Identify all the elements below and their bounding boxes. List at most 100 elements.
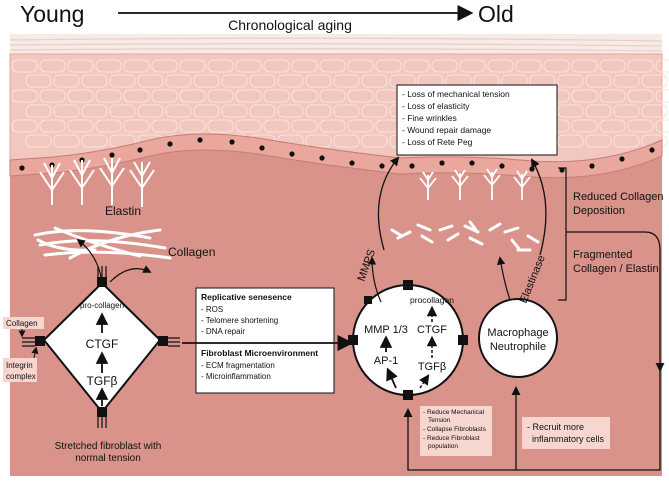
elastin-fibers-old xyxy=(419,168,531,200)
nucleus-dot xyxy=(589,163,595,169)
nucleus-dot xyxy=(319,155,325,161)
secretion-arrow xyxy=(76,238,103,283)
nucleus-dot xyxy=(619,156,625,162)
nucleus-dot xyxy=(259,145,265,151)
fragmented-label: Collagen / Elastin xyxy=(573,263,659,275)
pointer-arrow xyxy=(31,346,39,359)
macrophage-label: Macrophage xyxy=(487,327,548,339)
old-note-item: population xyxy=(428,443,458,450)
nucleus-dot xyxy=(197,137,203,143)
effect-item: - Fine wrinkles xyxy=(402,113,457,123)
mmp-secretion-arrow xyxy=(367,256,382,303)
elastinase-arrow xyxy=(496,256,511,301)
recruit-label: inflammatory cells xyxy=(532,434,605,444)
nucleus-dot xyxy=(289,151,295,157)
elastin-label: Elastin xyxy=(105,204,141,218)
pro-collagen-label: pro-collagen xyxy=(80,301,124,310)
effect-item: - Loss of elasticity xyxy=(402,101,470,111)
right-bracket xyxy=(558,167,567,301)
recruit-label: - Recruit more xyxy=(527,422,584,432)
integrin-node xyxy=(97,407,107,417)
nucleus-dot xyxy=(349,160,355,166)
collagen-fragments xyxy=(390,220,540,252)
nucleus-dot xyxy=(409,163,415,169)
integrin-node xyxy=(348,335,358,345)
old-note-item: - Reduce Mechanical xyxy=(423,409,485,416)
nucleus-dot xyxy=(109,152,115,158)
procollagen-label: procollagen xyxy=(410,295,454,305)
effect-item: - Wound repair damage xyxy=(402,125,491,135)
integrin-node xyxy=(364,296,372,304)
effects-box xyxy=(396,84,558,156)
collagen-side-box xyxy=(3,317,44,329)
feedback-arrow xyxy=(566,231,665,372)
fragmented-label: Fragmented xyxy=(573,249,632,261)
effect-item: - Loss of mechanical tension xyxy=(402,89,510,99)
senescence-box xyxy=(195,287,335,394)
recruit-box xyxy=(522,417,610,449)
replicative-item: - Telomere shortening xyxy=(201,316,278,325)
nucleus-dot xyxy=(469,160,475,166)
aging-label: Chronological aging xyxy=(228,17,352,33)
reduced-collagen-label: Deposition xyxy=(573,205,625,217)
neutrophile-label: Neutrophile xyxy=(490,341,546,353)
elastin-fibers-young xyxy=(39,157,155,207)
ap1-label: AP-1 xyxy=(374,355,398,367)
replicative-item: - DNA repair xyxy=(201,327,245,336)
collagen-label: Collagen xyxy=(168,245,215,259)
weak-signal-arrow xyxy=(419,374,430,389)
ctgf-label: CTGF xyxy=(86,337,119,351)
basal-layer xyxy=(9,133,663,179)
micro-item: - Microinflammation xyxy=(201,372,271,381)
young-label: Young xyxy=(20,1,84,27)
integrin-side-box xyxy=(3,358,37,382)
young-caption: normal tension xyxy=(75,453,141,464)
integrin-node xyxy=(158,336,168,346)
stratum-corneum xyxy=(9,34,663,54)
basal-nuclei xyxy=(19,137,655,173)
reduced-collagen-label: Reduced Collagen xyxy=(573,191,664,203)
nucleus-dot xyxy=(439,160,445,166)
replicative-item: - ROS xyxy=(201,305,223,314)
effect-item: - Loss of Rete Peg xyxy=(402,137,473,147)
integrin-node xyxy=(35,336,45,346)
replicative-title: Replicative senesence xyxy=(201,292,292,302)
integrin-node xyxy=(458,335,468,345)
arrow-to-effects xyxy=(377,156,400,251)
collagen-side-label: Collagen xyxy=(6,319,38,328)
young-caption: Stretched fibroblast with xyxy=(55,441,162,452)
integrin-node xyxy=(403,280,413,290)
old-note-item: - Collapse Fibroblasts xyxy=(423,426,487,433)
old-label: Old xyxy=(478,1,514,27)
nucleus-dot xyxy=(379,163,385,169)
feedback-loop-arrow xyxy=(403,370,661,471)
mmp-label: MMP 1/3 xyxy=(364,324,408,336)
tgfb-label: TGFβ xyxy=(87,374,118,388)
macrophage-neutrophile-cell xyxy=(478,298,558,378)
arrow-to-effects xyxy=(531,158,547,256)
old-note-item: Tension xyxy=(428,417,451,424)
nucleus-dot xyxy=(229,139,235,145)
nucleus-dot xyxy=(499,163,505,169)
micro-item: - ECM fragmentation xyxy=(201,361,275,370)
nucleus-dot xyxy=(137,147,143,153)
signal-arrow xyxy=(386,367,398,389)
secretion-arrow xyxy=(109,265,152,283)
micro-title: Fibroblast Microenvironment xyxy=(201,348,318,358)
nucleus-dot xyxy=(649,147,655,153)
collagen-mesh-young xyxy=(33,226,172,260)
integrin-side-label: complex xyxy=(6,372,36,381)
old-notes-box xyxy=(420,406,492,456)
old-note-item: - Reduce Fibroblast xyxy=(423,435,480,442)
tension-fibers xyxy=(22,266,180,428)
nucleus-dot xyxy=(19,165,25,171)
nucleus-dot xyxy=(167,141,173,147)
tgfb-old-label: TGFβ xyxy=(418,361,446,373)
ctgf-old-label: CTGF xyxy=(417,324,447,336)
integrin-side-label: Integrin xyxy=(6,361,33,370)
integrin-node xyxy=(403,390,413,400)
nucleus-dot xyxy=(529,166,535,172)
nucleus-dot xyxy=(559,167,565,173)
